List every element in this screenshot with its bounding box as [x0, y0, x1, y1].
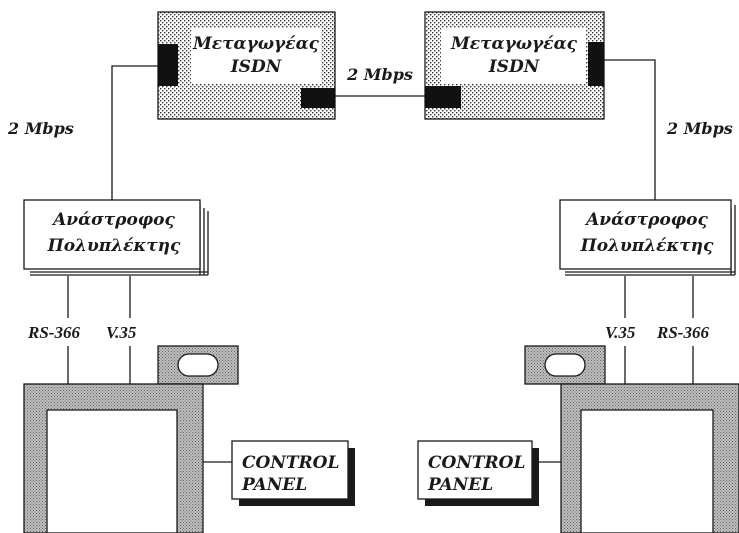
camera-right-lens	[545, 354, 585, 376]
camera-left-lens	[178, 354, 218, 376]
monitor-left	[24, 384, 203, 533]
switch-right-label-1: Μεταγωγέας	[450, 34, 578, 54]
control-panel-left-label-2: PANEL	[241, 475, 307, 495]
mux-right-label-2: Πολυπλέκτης	[580, 236, 714, 256]
control-panel-right: CONTROL PANEL	[418, 441, 539, 506]
interface-right-v35: V.35	[605, 323, 636, 342]
isdn-switch-left: Μεταγωγέας ISDN	[158, 12, 335, 119]
isdn-switch-right: Μεταγωγέας ISDN	[425, 12, 604, 119]
monitor-right	[561, 384, 739, 533]
port-left-switch-side	[158, 44, 178, 86]
camera-right	[525, 346, 605, 384]
control-panel-left: CONTROL PANEL	[232, 441, 355, 506]
monitor-left-screen	[47, 410, 177, 533]
interface-right-rs366: RS-366	[656, 323, 709, 342]
switch-right-label-2: ISDN	[488, 57, 541, 77]
link-label-left: 2 Mbps	[7, 119, 74, 138]
port-right-switch-side	[588, 42, 604, 86]
switch-left-label-2: ISDN	[230, 57, 283, 77]
link-label-between-switches: 2 Mbps	[346, 65, 413, 84]
wire-right-switch-to-mux	[604, 60, 655, 200]
interface-left-rs366: RS-366	[27, 323, 80, 342]
interface-left-v35: V.35	[106, 323, 137, 342]
control-panel-left-label-1: CONTROL	[242, 453, 339, 473]
port-right-switch-trunk	[425, 86, 461, 108]
control-panel-right-label-2: PANEL	[427, 475, 493, 495]
multiplexer-right: Ανάστροφος Πολυπλέκτης	[560, 200, 735, 275]
mux-right-label-1: Ανάστροφος	[584, 210, 708, 230]
control-panel-right-label-1: CONTROL	[428, 453, 525, 473]
link-label-right: 2 Mbps	[666, 119, 733, 138]
mux-left-label-1: Ανάστροφος	[51, 210, 175, 230]
camera-left	[158, 346, 238, 384]
multiplexer-left: Ανάστροφος Πολυπλέκτης	[24, 200, 208, 275]
port-left-switch-trunk	[301, 88, 335, 108]
monitor-right-screen	[581, 410, 713, 533]
wire-left-switch-to-mux	[112, 66, 158, 200]
mux-left-label-2: Πολυπλέκτης	[47, 236, 181, 256]
switch-left-label-1: Μεταγωγέας	[192, 34, 320, 54]
